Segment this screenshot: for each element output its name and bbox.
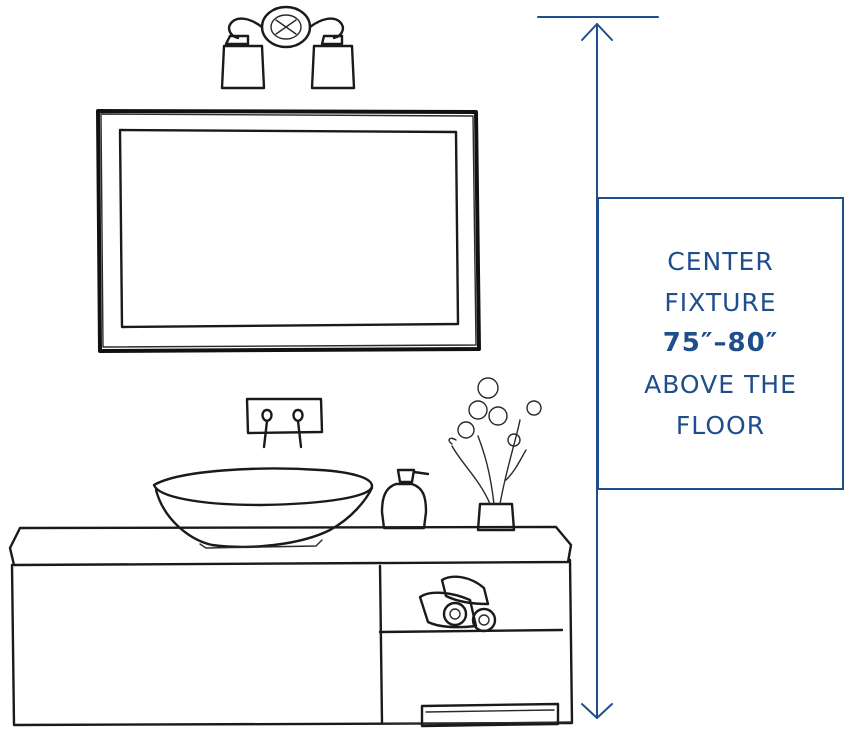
rolled-towels	[420, 577, 495, 631]
callout-measurement: 75″–80″	[663, 323, 779, 364]
fixture-height-callout: CENTER FIXTURE 75″–80″ ABOVE THE FLOOR	[597, 197, 844, 490]
soap-dispenser	[382, 470, 428, 528]
fixture-backplate	[262, 7, 310, 47]
flower-vase	[449, 378, 541, 530]
wall-faucet	[247, 399, 322, 447]
callout-line-above: ABOVE THE	[644, 364, 797, 405]
mirror	[98, 111, 479, 351]
fixture-shade-left	[222, 36, 264, 88]
fixture-shade-right	[312, 36, 354, 88]
light-fixture	[222, 7, 354, 88]
callout-line-floor: FLOOR	[676, 405, 765, 446]
callout-line-center: CENTER	[667, 241, 773, 282]
vessel-sink	[154, 469, 372, 548]
callout-line-fixture: FIXTURE	[664, 282, 776, 323]
vanity-cabinet	[10, 527, 572, 725]
